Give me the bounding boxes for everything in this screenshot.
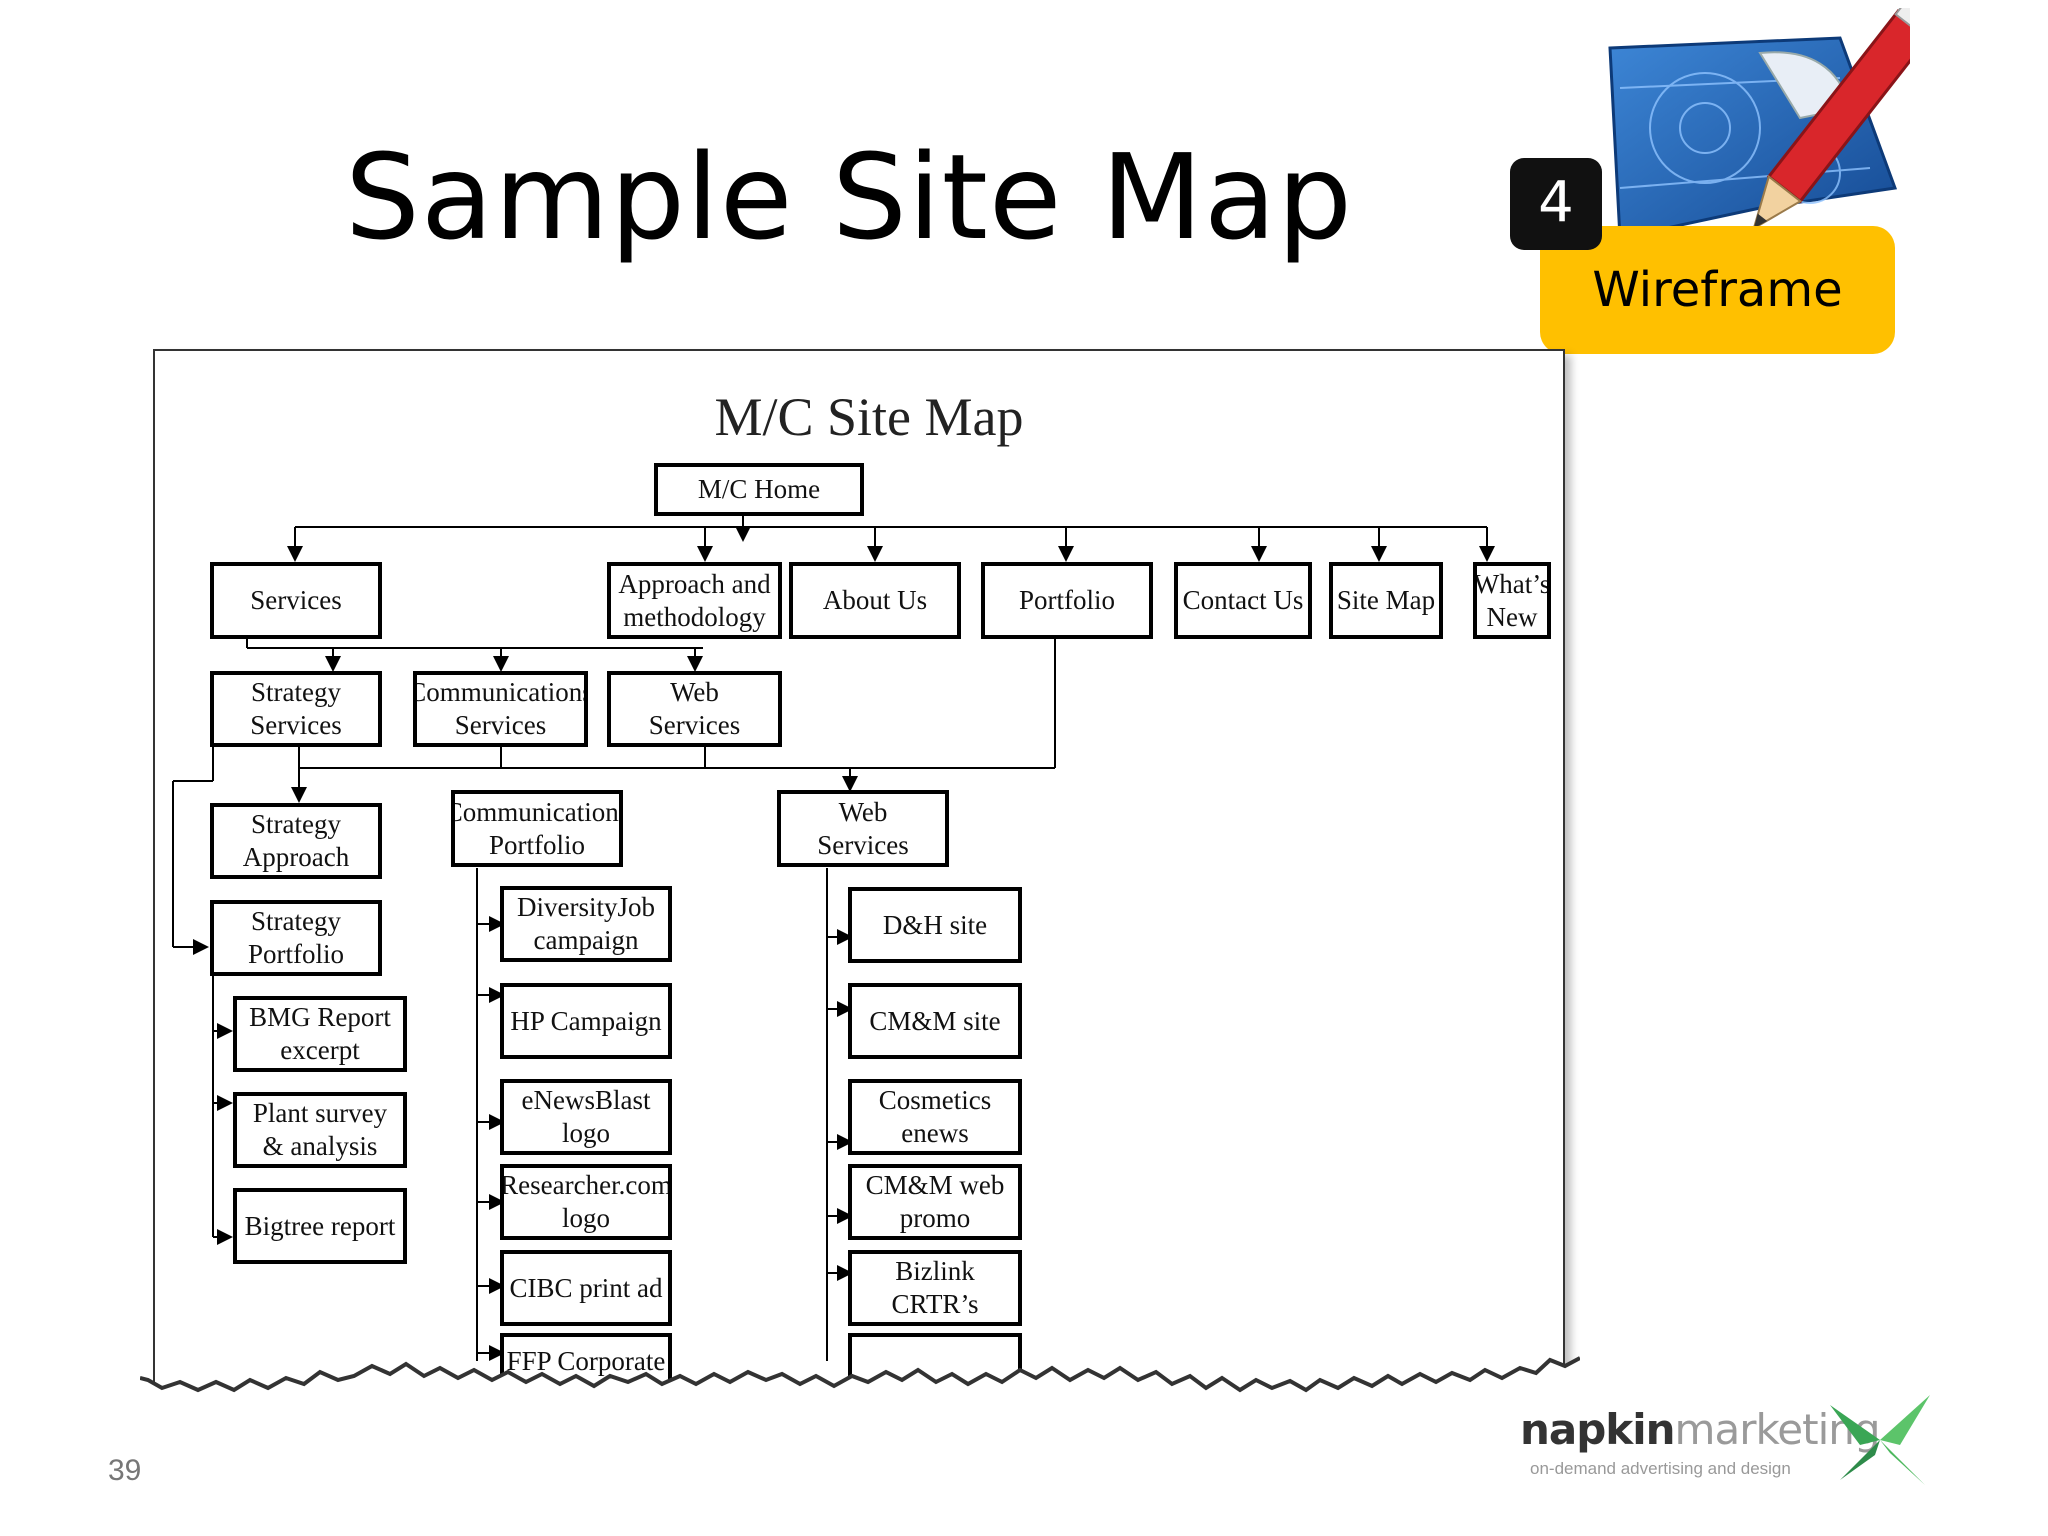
sitemap-title: M/C Site Map: [714, 387, 1024, 447]
node-whats-new: What’s New: [1473, 562, 1551, 639]
node-cmm-site: CM&M site: [848, 983, 1022, 1059]
sitemap-document: M/C Site Map: [153, 349, 1565, 1409]
logo-tagline: on-demand advertising and design: [1530, 1459, 1791, 1478]
node-dh-site: D&H site: [848, 887, 1022, 963]
node-site-map: Site Map: [1329, 562, 1443, 639]
wireframe-label: Wireframe: [1592, 262, 1843, 318]
leaf-logo-icon: [1830, 1395, 1930, 1485]
node-approach: Approach and methodology: [607, 562, 782, 639]
node-about-us: About Us: [789, 562, 961, 639]
node-bizlink: Bizlink CRTR’s: [848, 1250, 1022, 1326]
node-services: Services: [210, 562, 382, 639]
node-researcher: Researcher.com logo: [500, 1164, 672, 1240]
node-bigtree-report: Bigtree report: [233, 1188, 407, 1264]
node-contact-us: Contact Us: [1174, 562, 1312, 639]
logo-wordmark: napkinmarketing: [1520, 1405, 1881, 1454]
node-strategy-portfolio: Strategy Portfolio: [210, 900, 382, 976]
node-strategy-services: Strategy Services: [210, 671, 382, 747]
node-mc-home: M/C Home: [654, 463, 864, 516]
step-number-badge: 4: [1510, 158, 1602, 250]
slide-number: 39: [108, 1454, 142, 1487]
slide-title: Sample Site Map: [345, 128, 1354, 266]
napkin-marketing-logo: napkinmarketing on-demand advertising an…: [1520, 1385, 1940, 1505]
node-web-services-portfolio: Web Services: [777, 790, 949, 867]
node-strategy-approach: Strategy Approach: [210, 803, 382, 879]
node-cosmetics: Cosmetics enews: [848, 1079, 1022, 1155]
node-portfolio: Portfolio: [981, 562, 1153, 639]
connector-lines: [172, 514, 1495, 1361]
torn-edge-decoration: [140, 1356, 1580, 1428]
node-plant-survey: Plant survey & analysis: [233, 1092, 407, 1168]
node-communications-portfolio: Communications Portfolio: [451, 790, 623, 867]
node-cmm-web-promo: CM&M web promo: [848, 1164, 1022, 1240]
node-communications-services: Communications Services: [413, 671, 588, 747]
node-enewsblast: eNewsBlast logo: [500, 1079, 672, 1155]
node-cibc: CIBC print ad: [500, 1250, 672, 1326]
node-hp-campaign: HP Campaign: [500, 983, 672, 1059]
node-bmg-report: BMG Report excerpt: [233, 996, 407, 1072]
node-web-services-top: Web Services: [607, 671, 782, 747]
node-diversityjob: DiversityJob campaign: [500, 886, 672, 962]
wireframe-tab: [1540, 226, 1895, 354]
